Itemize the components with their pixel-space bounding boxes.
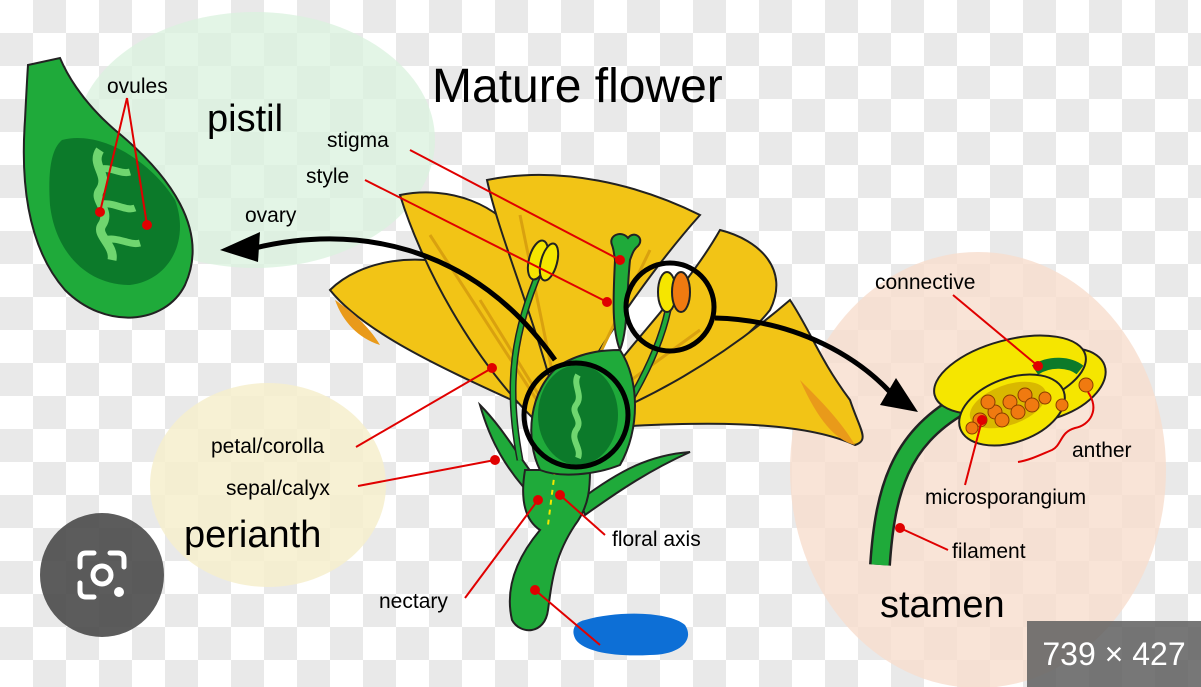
flower-anther-right [657, 271, 691, 313]
stamen-zoom-circle [623, 260, 717, 354]
perianth-background [150, 383, 386, 587]
label-floral-axis: floral axis [612, 528, 701, 551]
label-filament: filament [952, 540, 1026, 563]
anther-brace [1017, 391, 1095, 463]
leader-dots [95, 207, 1043, 595]
pistil-zoom-circle [521, 360, 631, 470]
floral-axis-shape [508, 469, 592, 632]
nectar-blob [573, 613, 689, 656]
camera-lens-icon [77, 550, 127, 600]
sepal-right [578, 451, 691, 517]
label-microsporangium: microsporangium [925, 486, 1086, 509]
group-label-pistil: pistil [207, 98, 283, 140]
label-ovary: ovary [245, 204, 297, 227]
label-stigma: stigma [327, 129, 389, 152]
label-petal-corolla: petal/corolla [211, 435, 325, 458]
group-label-perianth: perianth [184, 514, 321, 556]
leader-lines [99, 97, 1039, 646]
label-ovules: ovules [107, 75, 168, 98]
label-nectary: nectary [379, 590, 448, 613]
label-sepal-calyx: sepal/calyx [226, 477, 330, 500]
visual-search-button[interactable] [40, 513, 164, 637]
label-connective: connective [875, 271, 975, 294]
group-label-stamen: stamen [880, 584, 1005, 626]
label-style: style [306, 165, 349, 188]
image-size-badge: 739 × 427 [1027, 621, 1201, 687]
label-anther: anther [1072, 439, 1132, 462]
arrow-to-pistil [254, 236, 558, 362]
stamen-detail [869, 334, 1107, 566]
arrow-to-stamen [714, 315, 892, 394]
diagram-title: Mature flower [432, 60, 723, 113]
